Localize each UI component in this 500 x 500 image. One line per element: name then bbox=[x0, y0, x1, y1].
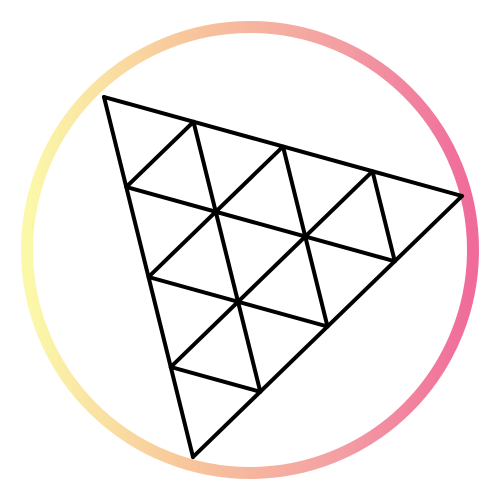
subdivided-triangle-icon bbox=[102, 95, 464, 459]
grid-line bbox=[191, 119, 263, 394]
grid-line bbox=[370, 169, 397, 264]
grid-line bbox=[168, 169, 375, 369]
grid-line bbox=[168, 365, 263, 394]
grid-line bbox=[124, 185, 397, 264]
grid-line bbox=[124, 119, 196, 189]
gradient-ring bbox=[21, 21, 479, 479]
